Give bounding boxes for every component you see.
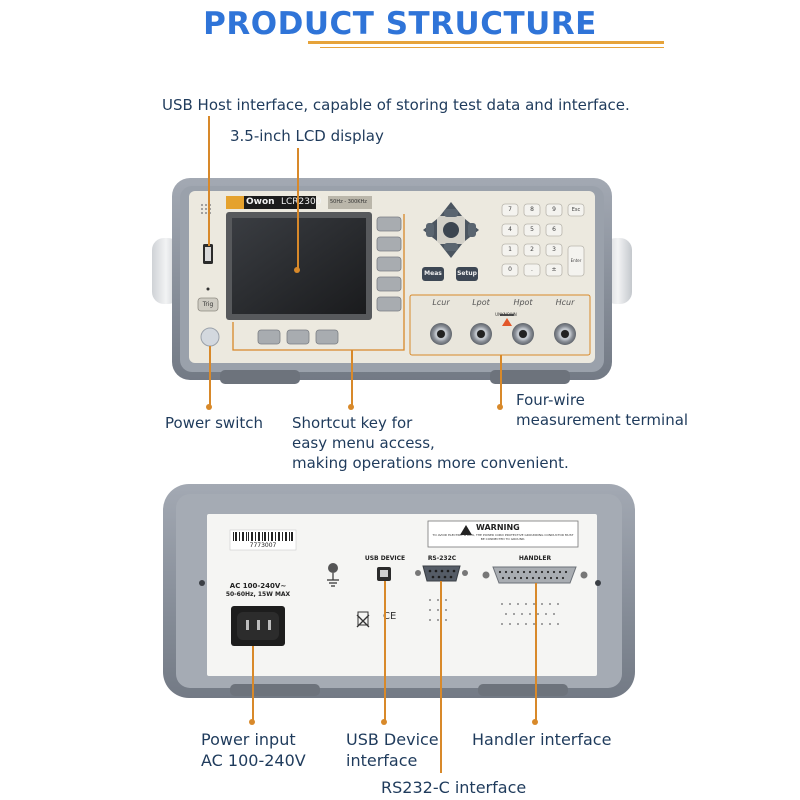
key-4[interactable]: 4: [508, 226, 512, 233]
serial-number: 7773007: [249, 542, 277, 549]
key-5[interactable]: 5: [530, 226, 534, 233]
terminal-label-hcur: Hcur: [555, 298, 575, 307]
key-sign[interactable]: ±: [551, 266, 557, 273]
setup-key[interactable]: Setup: [457, 270, 477, 277]
key-3[interactable]: 3: [552, 246, 556, 253]
key-esc[interactable]: Esc: [571, 207, 581, 213]
usb-device-label: USB DEVICE: [364, 555, 406, 562]
handler-port-shape: [492, 566, 577, 584]
callout-rs232: RS232-C interface: [381, 778, 527, 797]
terminal-label-lpot: Lpot: [472, 298, 490, 307]
leader-power-switch: [209, 346, 211, 407]
handler-label: HANDLER: [518, 555, 552, 562]
ac-rating-line-1: AC 100-240V~: [229, 582, 287, 590]
lcd-screen: [232, 218, 366, 314]
key-0[interactable]: 0: [508, 266, 512, 273]
leader-handler: [535, 583, 537, 722]
leader-four-wire: [500, 355, 502, 407]
callout-shortcut-line-2: easy menu access,: [292, 434, 435, 452]
callout-power-input-line-1: Power input: [201, 730, 296, 749]
callout-four-wire-line-1: Four-wire: [516, 391, 585, 409]
unknown-label: UNKNOWN: [495, 312, 517, 317]
leader-lcd: [297, 148, 299, 270]
ce-mark: CE: [383, 611, 397, 622]
rs232-label: RS-232C: [427, 555, 457, 562]
leader-rs232: [440, 581, 442, 773]
callout-power-input-line-2: AC 100-240V: [201, 751, 306, 770]
warning-text: TO AVOID ELECTRIC SHOCK, THE POWER CORD …: [432, 533, 574, 541]
key-1[interactable]: 1: [508, 246, 512, 253]
callout-power-switch: Power switch: [165, 414, 264, 432]
rs232-port-shape: [422, 565, 461, 582]
callout-usb-device-line-2: interface: [346, 751, 418, 770]
title-underline-thin: [320, 47, 664, 48]
callout-handler: Handler interface: [472, 730, 612, 749]
callout-shortcut-line-1: Shortcut key for: [292, 414, 413, 432]
key-6[interactable]: 6: [552, 226, 556, 233]
leader-usb-device: [384, 581, 386, 722]
leader-dot-lcd: [294, 267, 300, 273]
warning-title: WARNING: [476, 523, 520, 532]
callout-four-wire-line-2: measurement terminal: [516, 411, 689, 429]
model-sub-label: 50Hz - 300KHz: [330, 199, 367, 205]
leader-shortcut: [351, 350, 353, 407]
nav-pad-shape: [423, 202, 479, 258]
rear-panel-face: [207, 514, 597, 676]
leader-dot-power: [206, 404, 212, 410]
leader-dot-shortcut: [348, 404, 354, 410]
key-dot[interactable]: .: [531, 266, 533, 273]
key-7[interactable]: 7: [508, 206, 512, 213]
leader-usb-host: [208, 116, 210, 246]
key-enter[interactable]: Enter: [570, 258, 582, 263]
meas-key[interactable]: Meas: [424, 270, 442, 277]
callout-usb-host: USB Host interface, capable of storing t…: [162, 96, 630, 114]
callout-shortcut-line-3: making operations more convenient.: [292, 454, 569, 472]
leader-dot-usb-device: [381, 719, 387, 725]
terminal-label-lcur: Lcur: [432, 298, 450, 307]
title-underline: [308, 41, 664, 44]
trig-key-shape: [197, 297, 219, 312]
warning-label-box: [427, 520, 579, 548]
page-title: PRODUCT STRUCTURE: [203, 6, 597, 42]
terminal-label-hpot: Hpot: [513, 298, 533, 307]
key-9[interactable]: 9: [552, 206, 556, 213]
key-8[interactable]: 8: [530, 206, 534, 213]
callout-usb-device-line-1: USB Device: [346, 730, 439, 749]
leader-dot-handler: [532, 719, 538, 725]
key-2[interactable]: 2: [530, 246, 534, 253]
leader-dot-power-input: [249, 719, 255, 725]
ac-rating-line-2: 50-60Hz, 15W MAX: [225, 591, 291, 598]
trig-key[interactable]: Trig: [202, 301, 214, 308]
callout-lcd: 3.5-inch LCD display: [230, 127, 384, 145]
leader-power-input: [252, 646, 254, 722]
leader-dot-four-wire: [497, 404, 503, 410]
model-label: LCR2300: [281, 197, 322, 207]
brand-logo: Owon: [246, 197, 275, 207]
power-button-shape: [200, 327, 220, 347]
